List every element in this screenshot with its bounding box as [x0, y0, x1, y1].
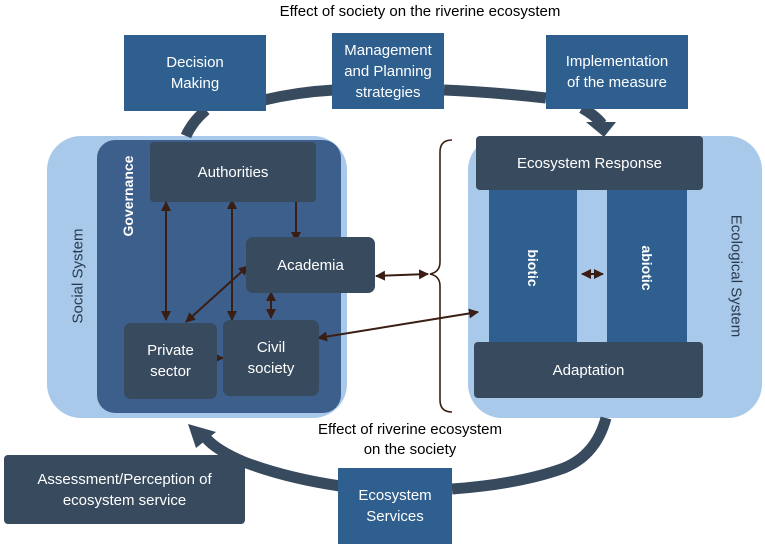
top-arc-right	[579, 103, 607, 128]
decision-making-line1: Decision	[166, 54, 224, 71]
civil-society-line1: Civil	[256, 339, 286, 356]
arrow-civil-biotic	[317, 308, 479, 342]
top-arc-left	[180, 105, 210, 139]
bottom-effect-label-line2: on the society	[363, 441, 457, 458]
authorities-label: Authorities	[197, 163, 269, 181]
arrow-academia-bracket	[375, 269, 429, 281]
decision-making-line2: Making	[170, 75, 220, 92]
abiotic-column	[607, 186, 687, 348]
top-arc-middle-right	[443, 84, 547, 104]
governance-label: Governance	[120, 155, 136, 237]
assessment-line2: ecosystem service	[62, 491, 187, 509]
top-arc-middle-left	[262, 84, 335, 106]
ecosystem-services-line2: Services	[366, 508, 424, 525]
abiotic-label: abiotic	[639, 245, 655, 291]
top-effect-label: Effect of society on the riverine ecosys…	[279, 3, 561, 20]
arrow-academia-private	[185, 265, 249, 323]
ecological-system-label: Ecological System	[727, 214, 745, 338]
management-planning-box: Management and Planning strategies	[332, 33, 444, 109]
civil-society-box: Civil society	[223, 320, 319, 396]
private-sector-box: Private sector	[124, 323, 217, 399]
social-system-label: Social System	[69, 228, 87, 324]
private-sector-line1: Private	[147, 342, 194, 359]
assessment-line1: Assessment/Perception of	[37, 470, 212, 488]
bottom-effect-label: Effect of riverine ecosystem on the soci…	[285, 420, 535, 460]
biotic-column	[489, 186, 577, 348]
civil-society-line2: society	[247, 360, 295, 377]
academia-label: Academia	[277, 256, 344, 274]
implementation-line2: of the measure	[566, 74, 668, 91]
adaptation-box: Adaptation	[474, 342, 703, 398]
management-planning-line1: Management	[344, 41, 432, 59]
adaptation-label: Adaptation	[552, 361, 625, 379]
assessment-box: Assessment/Perception of ecosystem servi…	[4, 455, 245, 524]
biotic-label: biotic	[525, 249, 541, 287]
ecosystem-services-box: Ecosystem Services	[338, 468, 452, 544]
curly-bracket	[429, 139, 453, 413]
top-arc-arrowhead	[586, 122, 616, 137]
management-planning-line2: and Planning	[344, 62, 432, 80]
ecosystem-response-label: Ecosystem Response	[516, 154, 663, 172]
bottom-arc-arrowhead	[188, 424, 216, 448]
academia-box: Academia	[246, 237, 375, 293]
private-sector-line2: sector	[150, 363, 191, 380]
bottom-arc-right	[451, 416, 612, 495]
management-planning-line3: strategies	[355, 83, 421, 101]
implementation-line1: Implementation	[565, 53, 669, 70]
bottom-effect-label-line1: Effect of riverine ecosystem	[318, 421, 502, 438]
implementation-box: Implementation of the measure	[546, 35, 688, 109]
authorities-box: Authorities	[150, 142, 316, 202]
ecosystem-services-line1: Ecosystem	[358, 487, 432, 504]
decision-making-box: Decision Making	[124, 35, 266, 111]
ecosystem-response-box: Ecosystem Response	[476, 136, 703, 190]
